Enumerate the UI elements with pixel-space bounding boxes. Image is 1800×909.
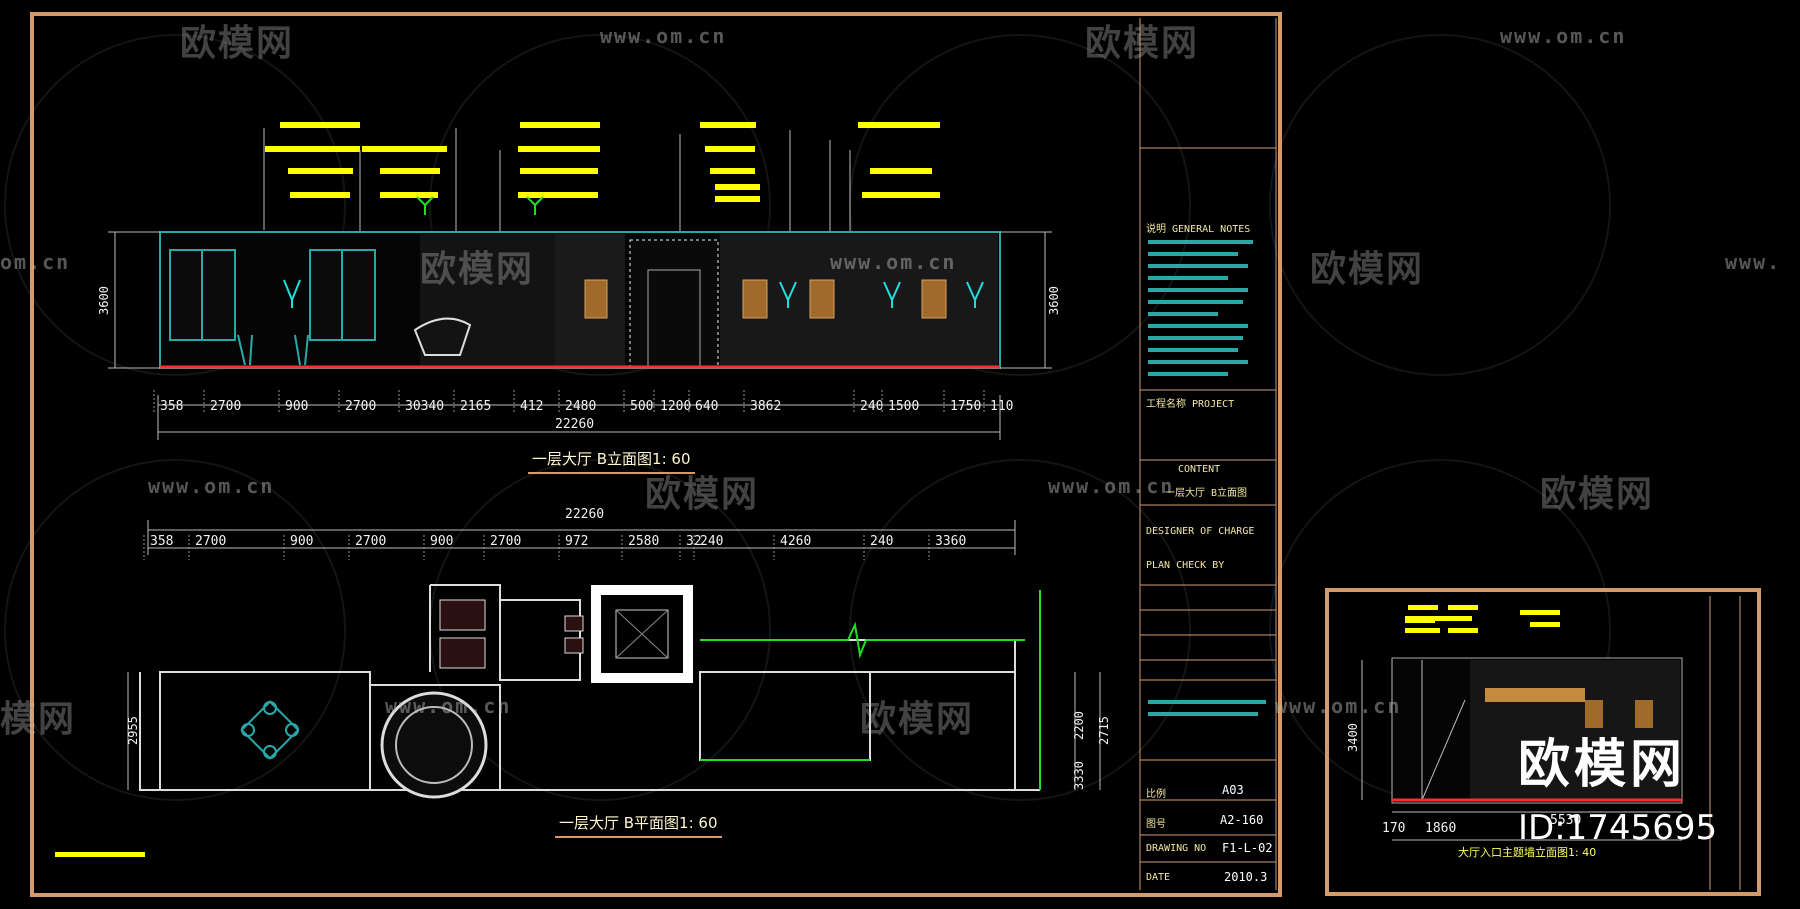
date-label: DATE [1146,872,1171,883]
watermark-circles [4,34,1611,801]
elevation-dimension-label: 2480 [565,399,596,414]
scale-value: A03 [1222,783,1244,797]
watermark-url: www.om.cn [1275,694,1402,718]
elevation-dimension-label: 30340 [405,399,444,414]
annotation-labels [265,122,940,202]
drawing-title: 一层大厅 B立面图 [1165,488,1248,499]
notes-heading: 说明 GENERAL NOTES [1146,224,1251,235]
watermark-url: www.om.cn [830,250,957,274]
plan-height-right-a: 2200 [1072,711,1086,740]
watermark-url: www.om.cn [1048,474,1175,498]
watermark-url-short: om.cn [0,250,71,274]
elevation-dimension-label: 1750 [950,399,981,414]
small-height-dim: 3400 [1346,723,1360,752]
watermark-brand: 欧模网 [1540,474,1655,515]
elevation-caption: 一层大厅 B立面图1: 60 [528,448,695,474]
plan-height-right-b: 2715 [1097,716,1111,745]
small-dim-a: 170 [1382,821,1405,836]
scale-label: 比例 [1146,789,1166,800]
plan-dimension-label: 240 [870,534,893,549]
watermark-url-fragment: www. [1725,250,1782,274]
plan-dimension-label: 32 [686,534,702,549]
plan-dimension-label: 2700 [490,534,521,549]
small-dim-c: 5530 [1550,813,1581,828]
elevation-total-dim: 22260 [555,417,594,432]
elevation-dimension-label: 240 [860,399,883,414]
elevation-dimension-label: 1500 [888,399,919,414]
plan-dimension-label: 240 [700,534,723,549]
watermark-url: www.om.cn [385,694,512,718]
plan-dimension-label: 3360 [935,534,966,549]
plan-dimension-label: 900 [430,534,453,549]
small-sheet-caption: 大厅入口主题墙立面图1: 40 [1458,846,1597,859]
plan-caption: 一层大厅 B平面图1: 60 [555,812,722,838]
elevation-dimension-label: 358 [160,399,183,414]
watermark-url: www.om.cn [1500,24,1627,48]
watermark-brand-partial: 模网 [0,699,77,740]
asset-id-label: ID:1745695 [1518,808,1718,848]
plan-dimension-label: 2700 [195,534,226,549]
watermark-url: www.om.cn [600,24,727,48]
small-sheet-border [1325,588,1761,896]
elevation-dimension-label: 2700 [210,399,241,414]
watermark-brand: 欧模网 [1085,23,1200,64]
watermark-brand: 欧模网 [180,23,295,64]
drawing-label: CONTENT [1178,464,1221,475]
main-sheet-border [30,12,1282,897]
elevation-dimension-label: 412 [520,399,543,414]
elevation-drawing: 3600 3600 358 2700 900 2700 30340 2165 412 2480… [97,122,1061,440]
elevation-dimension-label: 110 [990,399,1013,414]
drawing-no-value: F1-L-02 [1222,841,1273,855]
designer-label: DESIGNER OF CHARGE [1146,526,1255,537]
plan-dimension-label: 900 [290,534,313,549]
drawing-no-label: DRAWING NO [1146,843,1207,854]
watermark-brand: 欧模网 [420,249,535,290]
dining-table-icon [240,700,300,760]
watermark-brand: 欧模网 [645,474,760,515]
small-dim-b: 1860 [1425,821,1456,836]
plan-dimension-label: 358 [150,534,173,549]
elevation-dimension-label: 640 [695,399,718,414]
elevation-dimension-label: 900 [285,399,308,414]
elevation-dimension-labels: 358 2700 900 2700 30340 2165 412 2480 500 1200 640… [153,390,1013,414]
plan-dimension-label: 4260 [780,534,811,549]
date-value: 2010.3 [1224,870,1268,884]
title-notes-lines [1148,240,1266,716]
plan-dimension-label: 2700 [355,534,386,549]
plan-dimension-label: 972 [565,534,588,549]
checker-label: PLAN CHECK BY [1146,560,1225,571]
watermark-brand: 欧模网 [1310,249,1425,290]
plan-height-left: 2955 [126,716,140,745]
small-sheet-drawing: 3400 170 1860 5530 [1346,596,1741,890]
sheet-value: A2-160 [1220,813,1264,827]
title-block [1139,18,1277,890]
project-label: 工程名称 PROJECT [1146,399,1235,410]
elevation-height-left: 3600 [97,286,111,315]
elevation-height-right: 3600 [1047,286,1061,315]
plan-height-right-c: 3330 [1072,761,1086,790]
plan-total-dim: 22260 [565,507,604,522]
brand-stamp: 欧模网 [1518,735,1687,795]
plan-dimension-label: 2580 [628,534,659,549]
elevation-dimension-label: 500 [630,399,653,414]
sheet-label: 图号 [1146,819,1166,830]
elevation-dimension-label: 2700 [345,399,376,414]
watermark-url: www.om.cn [148,474,275,498]
elevation-dimension-label: 3862 [750,399,781,414]
watermark-brand: 欧模网 [860,699,975,740]
elevation-dimension-label: 1200 [660,399,691,414]
elevation-dimension-label: 2165 [460,399,491,414]
